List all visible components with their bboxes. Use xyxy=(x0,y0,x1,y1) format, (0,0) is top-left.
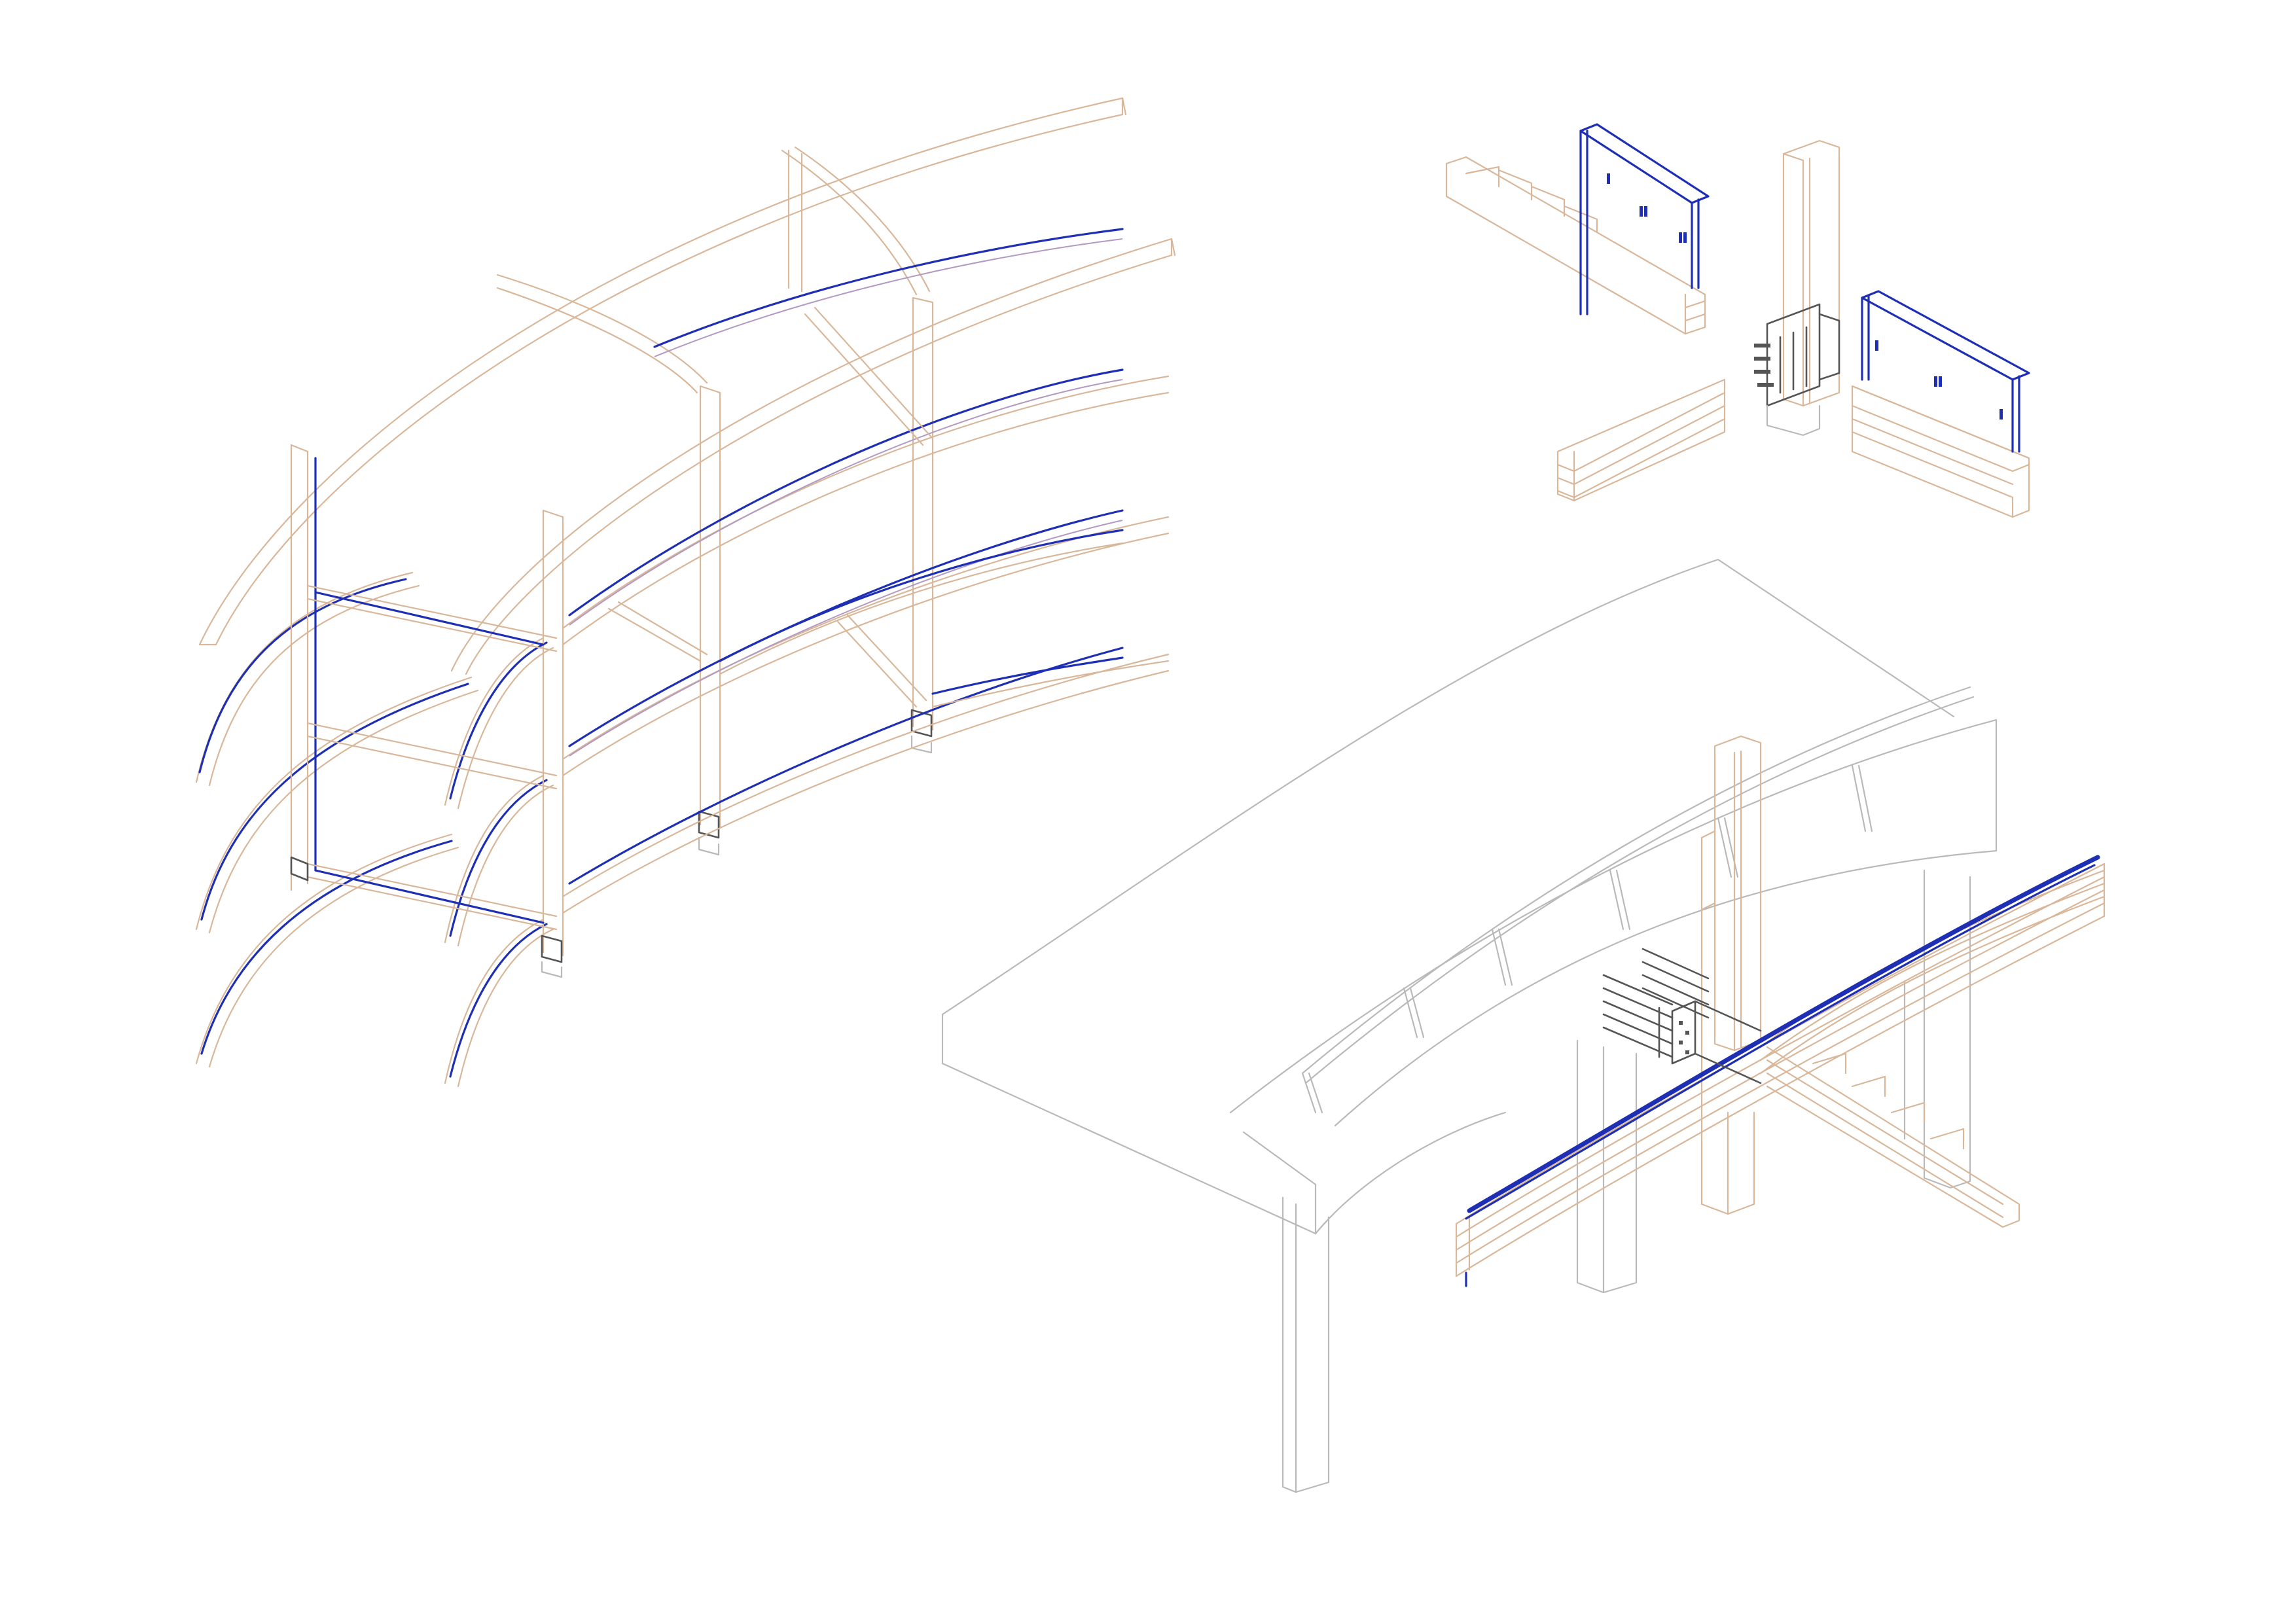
curved-glass-beams xyxy=(562,228,1170,914)
curved-timber-frame xyxy=(195,97,1176,1088)
steel-bolt-connector xyxy=(1602,948,1762,1084)
glass-panel-right xyxy=(1861,290,2030,453)
curved-glulam-beam xyxy=(1455,855,2106,1287)
slab-beam-connection-detail xyxy=(941,558,2106,1493)
glass-panel-left xyxy=(1579,123,1710,315)
joint-detail-top xyxy=(1445,123,2030,518)
